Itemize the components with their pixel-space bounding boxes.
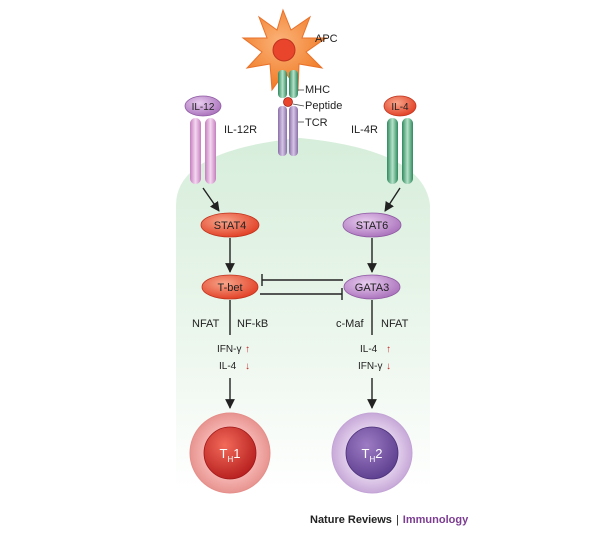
nfkb-label: NF-kB xyxy=(237,318,268,330)
th1-main: T xyxy=(220,446,228,461)
peptide-label: Peptide xyxy=(305,100,342,112)
th1-label: TH1 xyxy=(220,446,241,464)
stat6-node xyxy=(342,212,402,238)
th2-sub: H xyxy=(369,455,375,464)
th1-sub: H xyxy=(227,455,233,464)
gata3-label: GATA3 xyxy=(355,282,389,294)
tcr-label: TCR xyxy=(305,117,328,129)
il12r-label: IL-12R xyxy=(224,124,257,136)
il4-right-label: IL-4 xyxy=(360,344,378,355)
ifng-right-label: IFN-γ xyxy=(358,361,382,372)
ifng-left-up-icon: ↑ xyxy=(245,344,250,355)
th2-main: T xyxy=(362,446,370,461)
ifng-right-down-icon: ↓ xyxy=(386,361,391,372)
il12-label: IL-12 xyxy=(192,102,215,113)
th2-label: TH2 xyxy=(362,446,383,464)
stat4-label: STAT4 xyxy=(214,220,247,232)
mhc-molecule xyxy=(278,70,298,98)
tbet-node xyxy=(201,274,259,300)
apc-label: APC xyxy=(315,33,338,45)
mhc-label: MHC xyxy=(305,84,330,96)
stat4-node xyxy=(200,212,260,238)
il4r-label: IL-4R xyxy=(351,124,378,136)
stat6-label: STAT6 xyxy=(356,220,389,232)
footer-section: Immunology xyxy=(403,514,469,526)
footer-credit: Nature Reviews | Immunology xyxy=(310,514,469,526)
il4-right-up-icon: ↑ xyxy=(386,344,391,355)
il4-label: IL-4 xyxy=(391,102,409,113)
footer-journal: Nature Reviews xyxy=(310,514,392,526)
il12-ligand xyxy=(184,95,222,117)
il12-receptor xyxy=(190,118,216,184)
peptide xyxy=(283,97,293,107)
gata3-node xyxy=(343,274,401,300)
th2-cell xyxy=(331,412,413,494)
nfat-right-label: NFAT xyxy=(381,318,409,330)
cmaf-label: c-Maf xyxy=(336,318,364,330)
nfat-left-label: NFAT xyxy=(192,318,220,330)
il4-left-down-icon: ↓ xyxy=(245,361,250,372)
footer-separator: | xyxy=(396,514,399,526)
tbet-label: T-bet xyxy=(217,282,242,294)
mutual-inhibition xyxy=(260,274,343,300)
il4-left-label: IL-4 xyxy=(219,361,237,372)
th2-num: 2 xyxy=(375,446,382,461)
th1-cell xyxy=(189,412,271,494)
il4-receptor xyxy=(387,118,413,184)
tcr-molecule xyxy=(278,106,298,156)
il4-ligand xyxy=(383,95,417,117)
ifng-left-label: IFN-γ xyxy=(217,344,241,355)
th1-num: 1 xyxy=(233,446,240,461)
